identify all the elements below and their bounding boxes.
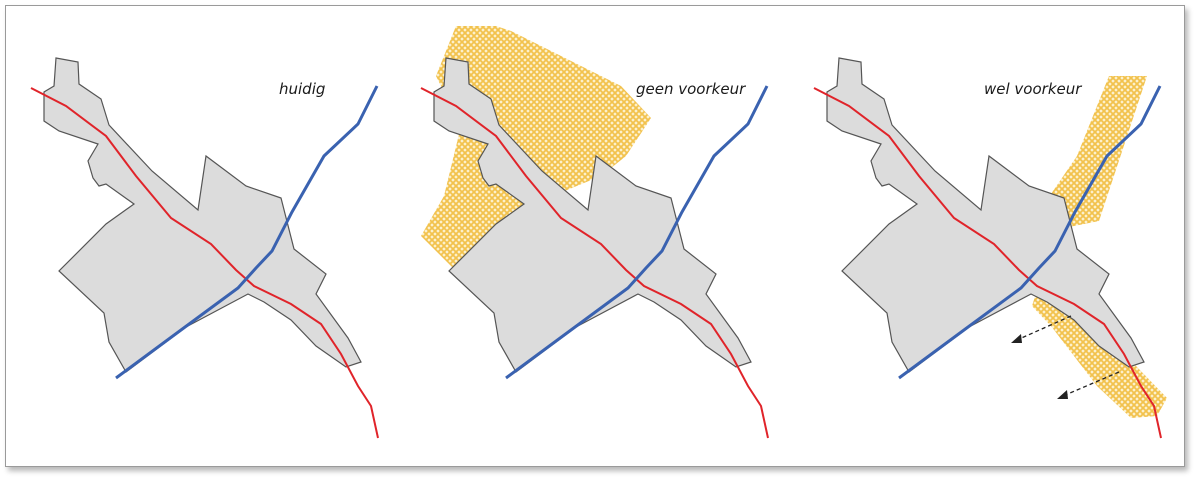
panel-label-geen-voorkeur: geen voorkeur	[636, 80, 746, 98]
panel-huidig: huidig	[30, 57, 379, 439]
panel-label-huidig: huidig	[279, 80, 325, 98]
panel-label-wel-voorkeur: wel voorkeur	[984, 80, 1082, 98]
hatched-zone-southeast	[1032, 284, 1167, 418]
blue-road	[115, 85, 379, 380]
panel-wel-voorkeur: wel voorkeur	[813, 57, 1167, 439]
panel-geen-voorkeur: geen voorkeur	[420, 26, 769, 439]
diagram-canvas: huidig geen voorkeur wel voorkeur	[30, 26, 1167, 439]
hatched-zone-northeast	[1051, 76, 1147, 228]
blue-road	[898, 85, 1162, 380]
dashed-arrow-left-icon	[1057, 371, 1120, 399]
blue-road	[505, 85, 769, 380]
dashed-arrow-left-icon	[1011, 315, 1072, 343]
hatched-zone-north	[421, 26, 651, 269]
diagram-frame: huidig geen voorkeur wel voorkeur	[5, 5, 1185, 467]
village-outline	[43, 57, 362, 373]
